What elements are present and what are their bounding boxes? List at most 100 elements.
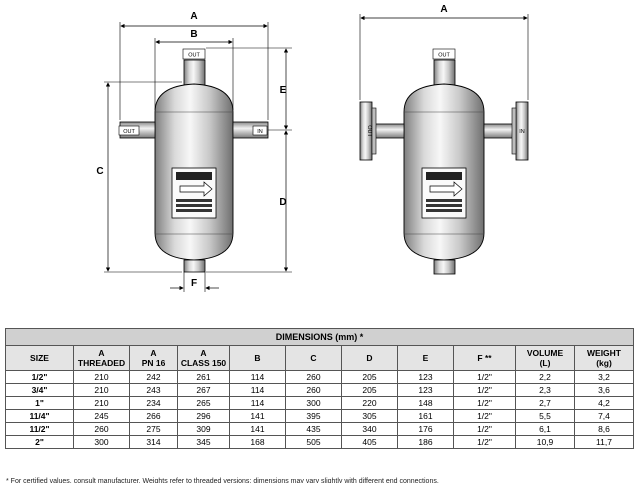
footnote: * For certified values, consult manufact… [6, 478, 439, 483]
bottom-drain-nozzle [183, 259, 206, 273]
table-cell: 3,6 [574, 383, 634, 397]
column-header-bottom: (kg) [596, 358, 612, 368]
table-cell: 114 [229, 383, 286, 397]
table-cell: 265 [177, 396, 230, 410]
table-cell: 234 [129, 396, 178, 410]
size-cell: 11/4" [5, 409, 74, 423]
threaded-view: OUT OUT IN A B C E D F [96, 11, 292, 292]
table-cell: 260 [285, 383, 342, 397]
table-cell: 260 [73, 422, 130, 436]
flanged-view: OUT OUT IN A [359, 4, 529, 275]
dim-d-label: D [279, 197, 286, 208]
table-cell: 309 [177, 422, 230, 436]
table-cell: 243 [129, 383, 178, 397]
table-cell: 1/2" [453, 422, 516, 436]
column-header-top: WEIGHT [587, 348, 621, 358]
column-header-bottom: C [310, 353, 317, 363]
table-cell: 245 [73, 409, 130, 423]
table-cell: 205 [341, 370, 398, 384]
column-header: WEIGHT(kg) [574, 345, 634, 371]
flange-in-label: IN [519, 129, 525, 135]
table-cell: 314 [129, 435, 178, 449]
table-cell: 300 [73, 435, 130, 449]
table-cell: 186 [397, 435, 454, 449]
table-cell: 435 [285, 422, 342, 436]
column-header: B [229, 345, 286, 371]
dim-a-label: A [190, 11, 197, 22]
column-header-top: VOLUME [526, 348, 564, 358]
column-header-top: A [98, 348, 105, 358]
table-cell: 2,2 [515, 370, 575, 384]
table-cell: 11,7 [574, 435, 634, 449]
table-cell: 114 [229, 396, 286, 410]
table-cell: 300 [285, 396, 342, 410]
table-cell: 1/2" [453, 409, 516, 423]
table-cell: 210 [73, 396, 130, 410]
table-cell: 5,5 [515, 409, 575, 423]
dim-a-label: A [440, 4, 447, 15]
column-header: C [285, 345, 342, 371]
table-cell: 275 [129, 422, 178, 436]
table-cell: 260 [285, 370, 342, 384]
size-cell: 1/2" [5, 370, 74, 384]
column-header: D [341, 345, 398, 371]
table-cell: 345 [177, 435, 230, 449]
table-cell: 148 [397, 396, 454, 410]
size-cell: 2" [5, 435, 74, 449]
table-cell: 220 [341, 396, 398, 410]
size-cell: 1" [5, 396, 74, 410]
table-cell: 266 [129, 409, 178, 423]
table-cell: 305 [341, 409, 398, 423]
table-cell: 267 [177, 383, 230, 397]
table-cell: 10,9 [515, 435, 575, 449]
table-cell: 161 [397, 409, 454, 423]
column-header-top: A [200, 348, 207, 358]
column-header-bottom: D [366, 353, 373, 363]
table-title: DIMENSIONS (mm) * [5, 328, 634, 346]
table-cell: 1/2" [453, 435, 516, 449]
table-cell: 2,7 [515, 396, 575, 410]
column-header: E [397, 345, 454, 371]
top-out-label: OUT [188, 53, 200, 59]
table-cell: 205 [341, 383, 398, 397]
table-cell: 123 [397, 370, 454, 384]
table-cell: 505 [285, 435, 342, 449]
nameplate [421, 167, 467, 219]
column-header-bottom: SIZE [30, 353, 49, 363]
table-cell: 8,6 [574, 422, 634, 436]
table-cell: 340 [341, 422, 398, 436]
table-cell: 3,2 [574, 370, 634, 384]
column-header-top: A [150, 348, 157, 358]
table-cell: 296 [177, 409, 230, 423]
table-cell: 168 [229, 435, 286, 449]
size-cell: 11/2" [5, 422, 74, 436]
table-cell: 261 [177, 370, 230, 384]
dim-f-label: F [191, 278, 197, 289]
table-cell: 210 [73, 383, 130, 397]
table-cell: 141 [229, 409, 286, 423]
column-header-bottom: E [422, 353, 429, 363]
bottom-drain-nozzle [433, 259, 456, 275]
table-cell: 7,4 [574, 409, 634, 423]
table-cell: 405 [341, 435, 398, 449]
column-header-bottom: CLASS 150 [180, 358, 227, 368]
size-cell: 3/4" [5, 383, 74, 397]
table-cell: 242 [129, 370, 178, 384]
table-cell: 395 [285, 409, 342, 423]
table-cell: 4,2 [574, 396, 634, 410]
table-cell: 114 [229, 370, 286, 384]
table-cell: 1/2" [453, 370, 516, 384]
column-header: SIZE [5, 345, 74, 371]
side-out-label: OUT [123, 129, 135, 135]
table-cell: 2,3 [515, 383, 575, 397]
separator-drawings: OUT OUT IN A B C E D F [96, 4, 529, 292]
